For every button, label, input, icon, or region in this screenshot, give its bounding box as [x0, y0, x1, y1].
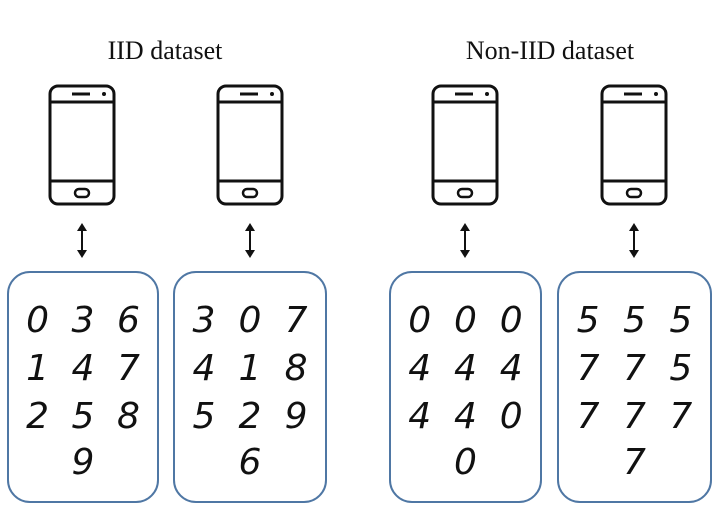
digit-sample: 0 — [408, 300, 431, 341]
digit-sample: 0 — [26, 300, 49, 341]
dataset-box — [557, 271, 712, 503]
bidirectional-arrow-icon — [77, 223, 87, 258]
digit-sample: 4 — [454, 348, 477, 389]
bidirectional-arrow-icon — [245, 223, 255, 258]
digit-sample: 8 — [285, 348, 308, 389]
digit-sample: 2 — [26, 396, 49, 437]
digit-sample: 5 — [669, 348, 692, 389]
bidirectional-arrow-icon — [629, 223, 639, 258]
bidirectional-arrow-icon — [460, 223, 470, 258]
digit-sample: 5 — [623, 300, 646, 341]
digit-sample: 0 — [454, 442, 477, 483]
dataset-box — [7, 271, 159, 503]
digit-sample: 7 — [623, 396, 646, 437]
digit-sample: 3 — [72, 300, 95, 341]
smartphone-icon — [216, 84, 284, 206]
digit-sample: 4 — [454, 396, 477, 437]
digit-sample: 0 — [500, 300, 523, 341]
digit-sample: 5 — [577, 300, 600, 341]
digit-sample: 7 — [577, 396, 600, 437]
digit-sample: 4 — [72, 348, 95, 389]
iid-dataset-title: IID dataset — [107, 36, 223, 65]
digit-sample: 7 — [577, 348, 600, 389]
digit-sample: 1 — [26, 348, 49, 389]
digit-sample: 4 — [192, 348, 215, 389]
digit-sample: 0 — [454, 300, 477, 341]
digit-sample: 7 — [623, 348, 646, 389]
digit-sample: 4 — [500, 348, 523, 389]
digit-sample: 4 — [408, 348, 431, 389]
digit-sample: 6 — [117, 300, 140, 341]
digit-sample: 5 — [192, 396, 215, 437]
digit-sample: 5 — [669, 300, 692, 341]
digit-sample: 2 — [239, 396, 262, 437]
digit-sample: 0 — [239, 300, 262, 341]
digit-sample: 4 — [408, 396, 431, 437]
digit-sample: 7 — [623, 442, 646, 483]
smartphone-icon — [48, 84, 116, 206]
smartphone-icon — [431, 84, 499, 206]
smartphone-icon — [600, 84, 668, 206]
digit-sample: 7 — [117, 348, 140, 389]
digit-sample: 8 — [117, 396, 140, 437]
digit-sample: 7 — [669, 396, 692, 437]
dataset-box — [389, 271, 542, 503]
dataset-box — [173, 271, 327, 503]
digit-sample: 6 — [239, 442, 262, 483]
digit-sample: 7 — [285, 300, 308, 341]
digit-sample: 1 — [239, 348, 262, 389]
digit-sample: 0 — [500, 396, 523, 437]
digit-sample: 5 — [72, 396, 95, 437]
non-iid-dataset-title: Non-IID dataset — [465, 36, 635, 65]
digit-sample: 9 — [285, 396, 308, 437]
digit-sample: 3 — [192, 300, 215, 341]
digit-sample: 9 — [72, 442, 95, 483]
